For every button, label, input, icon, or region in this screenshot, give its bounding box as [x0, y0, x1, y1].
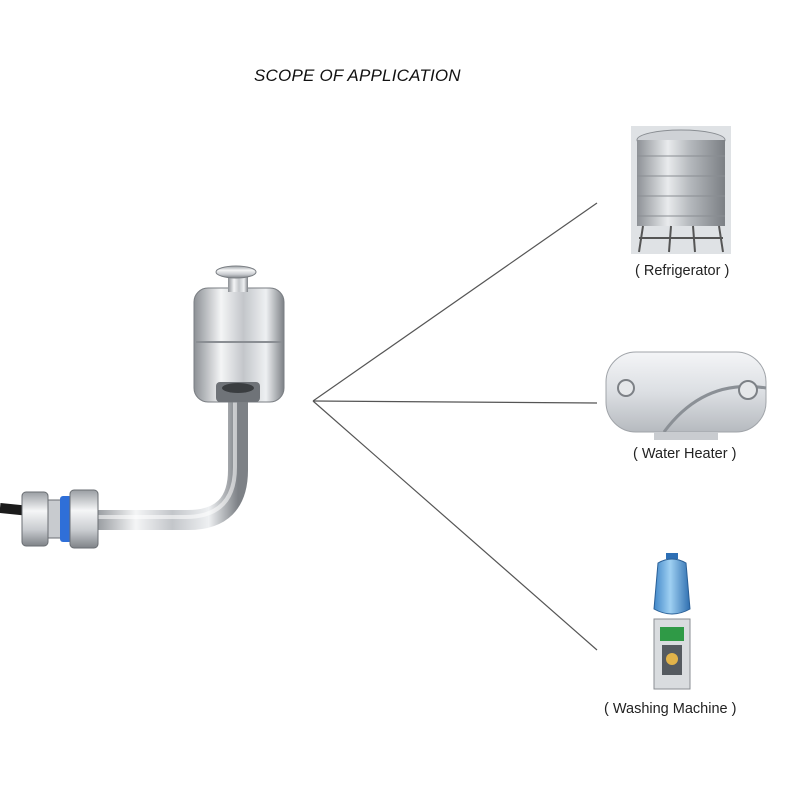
- caption-washing-machine: ( Washing Machine ): [604, 701, 737, 717]
- connector-line-refrigerator: [312, 202, 598, 402]
- water-heater-image: [605, 351, 767, 440]
- connector-line-water-heater: [312, 400, 598, 404]
- refrigerator-image: [631, 126, 731, 254]
- float-switch-image: [0, 265, 285, 549]
- thread: [47, 499, 63, 539]
- blue-seal-ring: [60, 496, 72, 542]
- page-title: SCOPE OF APPLICATION: [254, 66, 461, 85]
- bent-tube: [92, 395, 248, 530]
- hex-nut-inner: [69, 489, 99, 549]
- caption-refrigerator: ( Refrigerator ): [635, 263, 730, 279]
- washing-machine-image: [653, 553, 691, 690]
- connector-line-washing-machine: [312, 400, 598, 651]
- hex-nut-outer: [21, 491, 49, 547]
- caption-water-heater: ( Water Heater ): [633, 446, 737, 462]
- float-cap: [215, 265, 257, 279]
